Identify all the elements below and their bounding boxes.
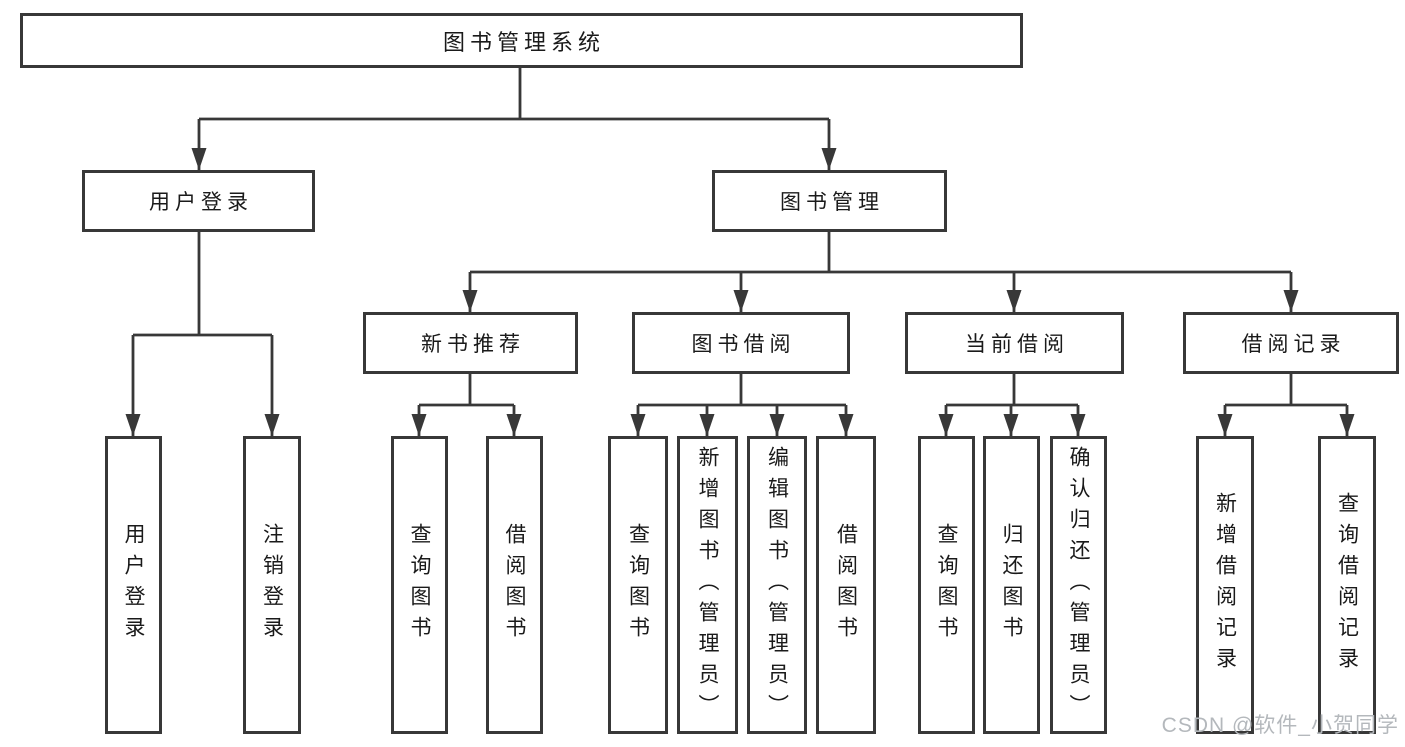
- connector-borrow-record-feed: [1225, 374, 1347, 407]
- connector-current-borrow-feed: [946, 374, 1078, 407]
- leaf-add-borrow-record: 新增借阅记录: [1196, 436, 1254, 734]
- leaf-query-books-current: 查询图书: [918, 436, 975, 734]
- leaf-confirm-return-admin: 确认归还（管理员）: [1050, 436, 1107, 734]
- node-new-book-recommend: 新书推荐: [363, 312, 578, 374]
- leaf-label: 借阅图书: [503, 523, 526, 647]
- node-current-borrow: 当前借阅: [905, 312, 1124, 374]
- leaf-label: 确认归还（管理员）: [1067, 445, 1090, 725]
- node-borrow-record: 借阅记录: [1183, 312, 1399, 374]
- connector-book-mgmt-feed: [470, 232, 1291, 274]
- leaf-add-books-admin: 新增图书（管理员）: [677, 436, 738, 734]
- node-user-login: 用户登录: [82, 170, 315, 232]
- leaf-user-login: 用户登录: [105, 436, 162, 734]
- connector-root-feed: [199, 68, 829, 121]
- node-label: 新书推荐: [421, 333, 525, 356]
- leaf-label: 查询图书: [408, 523, 431, 647]
- node-label: 当前借阅: [965, 333, 1069, 356]
- leaf-borrow-books: 借阅图书: [816, 436, 876, 734]
- connector-user-login-feed: [133, 232, 272, 337]
- node-book-management: 图书管理: [712, 170, 947, 232]
- leaf-label: 注销登录: [260, 523, 284, 647]
- leaf-logout: 注销登录: [243, 436, 301, 734]
- leaf-query-books-borrow: 查询图书: [608, 436, 668, 734]
- leaf-label: 新增图书（管理员）: [696, 445, 719, 725]
- node-library-management-system: 图书管理系统: [20, 13, 1023, 68]
- leaf-borrow-books-recommend: 借阅图书: [486, 436, 543, 734]
- connector-new-book-feed: [419, 374, 514, 407]
- leaf-label: 归还图书: [1000, 523, 1023, 647]
- leaf-edit-books-admin: 编辑图书（管理员）: [747, 436, 807, 734]
- node-label: 图书管理系统: [442, 29, 605, 55]
- node-book-borrow: 图书借阅: [632, 312, 850, 374]
- node-label: 图书借阅: [691, 333, 796, 356]
- leaf-label: 借阅图书: [834, 523, 858, 647]
- leaf-query-books-recommend: 查询图书: [391, 436, 448, 734]
- leaf-label: 编辑图书（管理员）: [765, 445, 789, 725]
- leaf-return-books: 归还图书: [983, 436, 1040, 734]
- node-label: 借阅记录: [1241, 333, 1346, 356]
- leaf-query-borrow-record: 查询借阅记录: [1318, 436, 1376, 734]
- node-label: 图书管理: [780, 191, 884, 214]
- leaf-label: 新增借阅记录: [1213, 492, 1237, 678]
- node-label: 用户登录: [149, 191, 253, 214]
- leaf-label: 查询借阅记录: [1335, 492, 1359, 678]
- leaf-label: 用户登录: [122, 523, 145, 647]
- connector-book-borrow-feed: [638, 374, 846, 407]
- leaf-label: 查询图书: [626, 523, 650, 647]
- csdn-watermark: CSDN @软件_小贺同学: [1161, 714, 1399, 737]
- leaf-label: 查询图书: [935, 523, 958, 647]
